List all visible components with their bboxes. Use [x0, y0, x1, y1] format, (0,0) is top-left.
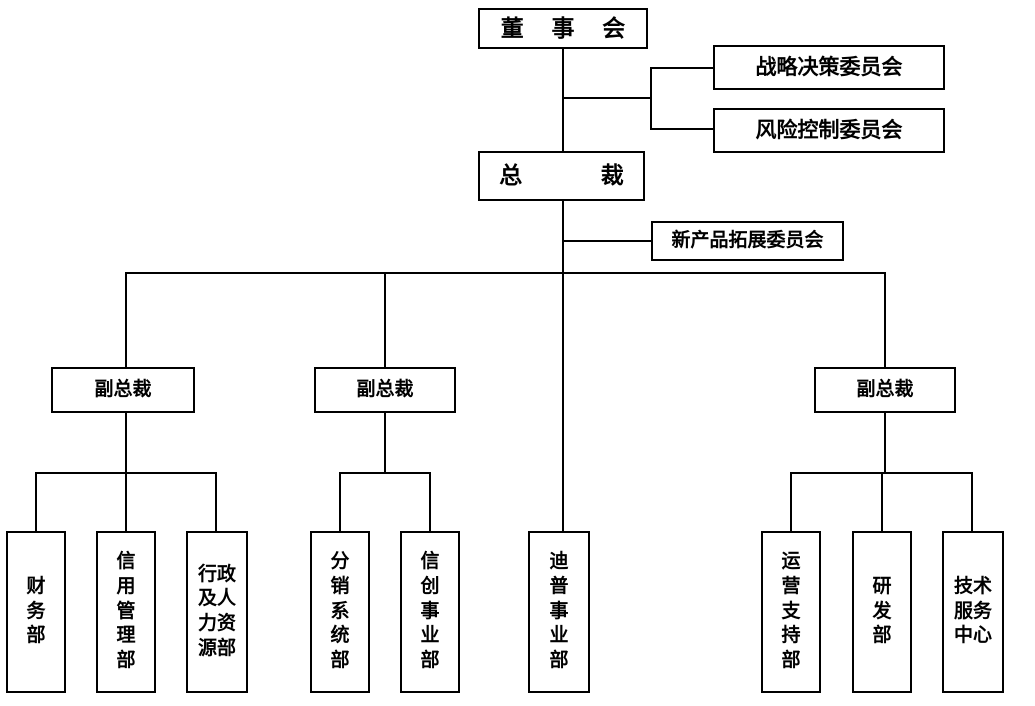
connector-vp2-stem: [384, 412, 386, 474]
connector-vp3-to-operations: [790, 472, 792, 532]
connector-vp1-stem: [125, 412, 127, 474]
connector-bus-to-vp2: [384, 272, 386, 368]
node-vp3-label: 副总裁: [856, 379, 914, 401]
node-dept-finance-label: 财 务 部: [26, 575, 46, 647]
connector-to-strategy-committee: [650, 67, 714, 69]
node-dept-distribution-label: 分 销 系 统 部: [330, 551, 350, 672]
node-dept-credit-label: 信 用 管 理 部: [116, 551, 136, 672]
connector-vp2-to-xinchuang: [429, 472, 431, 532]
node-vp3[interactable]: 副总裁: [814, 367, 956, 413]
node-dept-distribution[interactable]: 分 销 系 统 部: [310, 531, 370, 693]
sub-bus-vp2: [339, 472, 431, 474]
node-president-label: 总 裁: [499, 163, 635, 189]
connector-to-newproduct-committee: [562, 240, 652, 242]
main-horizontal-bus: [125, 272, 886, 274]
node-board[interactable]: 董 事 会: [478, 8, 648, 49]
connector-vp3-stem: [884, 412, 886, 474]
connector-vp3-to-techservice: [971, 472, 973, 532]
node-risk-committee[interactable]: 风险控制委员会: [713, 108, 945, 153]
node-newproduct-committee-label: 新产品拓展委员会: [671, 230, 824, 252]
node-vp1-label: 副总裁: [94, 379, 152, 401]
node-risk-committee-label: 风险控制委员会: [755, 117, 903, 142]
node-dept-xinchuang[interactable]: 信 创 事 业 部: [400, 531, 460, 693]
connector-bus-to-vp3: [884, 272, 886, 368]
connector-bus-to-vp1: [125, 272, 127, 368]
node-president[interactable]: 总 裁: [478, 151, 645, 201]
node-dept-hr-label: 行政 及人 力资 源部: [197, 563, 236, 659]
connector-to-risk-committee: [650, 128, 714, 130]
connector-board-committee-stub: [562, 97, 652, 99]
node-dept-rd-label: 研 发 部: [872, 575, 892, 647]
connector-board-to-president: [562, 48, 564, 152]
node-dept-operations-label: 运 营 支 持 部: [781, 551, 801, 672]
node-strategy-committee-label: 战略决策委员会: [755, 54, 903, 79]
node-newproduct-committee[interactable]: 新产品拓展委员会: [651, 221, 844, 261]
node-dept-techservice[interactable]: 技术 服务 中心: [942, 531, 1004, 693]
node-dept-dipu-label: 迪 普 事 业 部: [549, 551, 569, 672]
node-vp1[interactable]: 副总裁: [51, 367, 195, 413]
node-dept-techservice-label: 技术 服务 中心: [953, 575, 992, 647]
node-dept-operations[interactable]: 运 营 支 持 部: [761, 531, 821, 693]
connector-president-trunk: [562, 200, 564, 532]
node-board-label: 董 事 会: [500, 15, 637, 41]
node-vp2-label: 副总裁: [356, 379, 414, 401]
node-dept-credit[interactable]: 信 用 管 理 部: [96, 531, 156, 693]
node-dept-rd[interactable]: 研 发 部: [852, 531, 912, 693]
node-dept-finance[interactable]: 财 务 部: [6, 531, 66, 693]
connector-vp1-to-hr: [215, 472, 217, 532]
node-vp2[interactable]: 副总裁: [314, 367, 456, 413]
connector-vp1-to-finance: [35, 472, 37, 532]
connector-vp2-to-distribution: [339, 472, 341, 532]
connector-vp1-to-credit: [125, 472, 127, 532]
node-dept-dipu[interactable]: 迪 普 事 业 部: [528, 531, 590, 693]
node-dept-xinchuang-label: 信 创 事 业 部: [420, 551, 440, 672]
connector-committee-riser: [650, 68, 652, 130]
node-strategy-committee[interactable]: 战略决策委员会: [713, 45, 945, 90]
connector-vp3-to-rd: [881, 472, 883, 532]
node-dept-hr[interactable]: 行政 及人 力资 源部: [186, 531, 248, 693]
